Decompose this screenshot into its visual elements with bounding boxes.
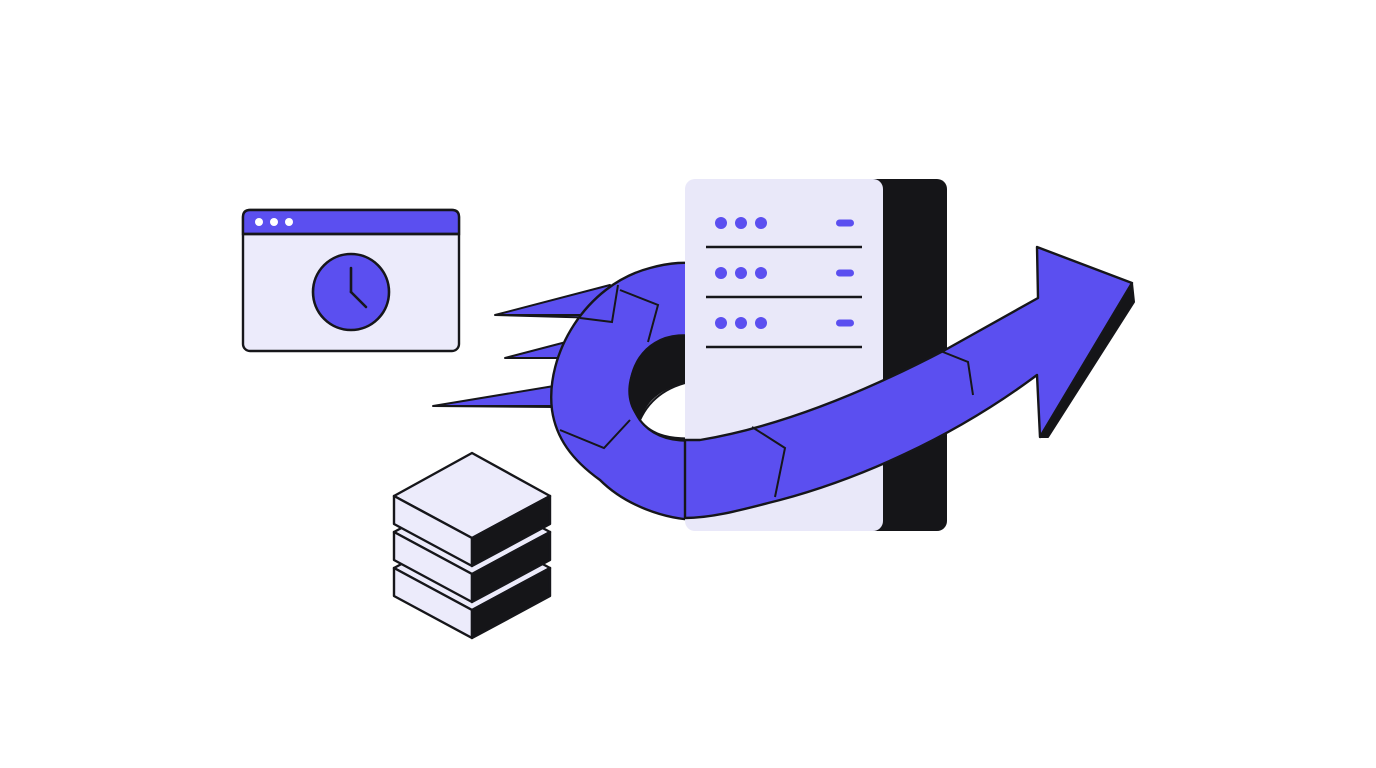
server-status-dash	[836, 219, 854, 227]
curved-arrow-icon	[683, 245, 1135, 520]
server-indicator-dot	[715, 267, 727, 279]
stacked-layers-icon	[392, 451, 552, 640]
server-indicator-dot	[735, 217, 747, 229]
server-status-dash	[836, 319, 854, 327]
window-dot-icon	[270, 218, 278, 226]
server-indicator-dot	[755, 267, 767, 279]
speed-line	[432, 384, 561, 408]
server-indicator-dot	[735, 267, 747, 279]
server-indicator-dot	[735, 317, 747, 329]
window-dot-icon	[285, 218, 293, 226]
clock-icon	[311, 252, 391, 332]
server-indicator-dot	[715, 317, 727, 329]
curved-arrow-icon-back	[550, 261, 702, 522]
server-indicator-dot	[715, 217, 727, 229]
server-indicator-dot	[755, 217, 767, 229]
server-rows	[706, 217, 862, 349]
window-dot-icon	[255, 218, 263, 226]
server-status-dash	[836, 269, 854, 277]
server-indicator-dot	[755, 317, 767, 329]
browser-window-icon	[241, 208, 461, 353]
